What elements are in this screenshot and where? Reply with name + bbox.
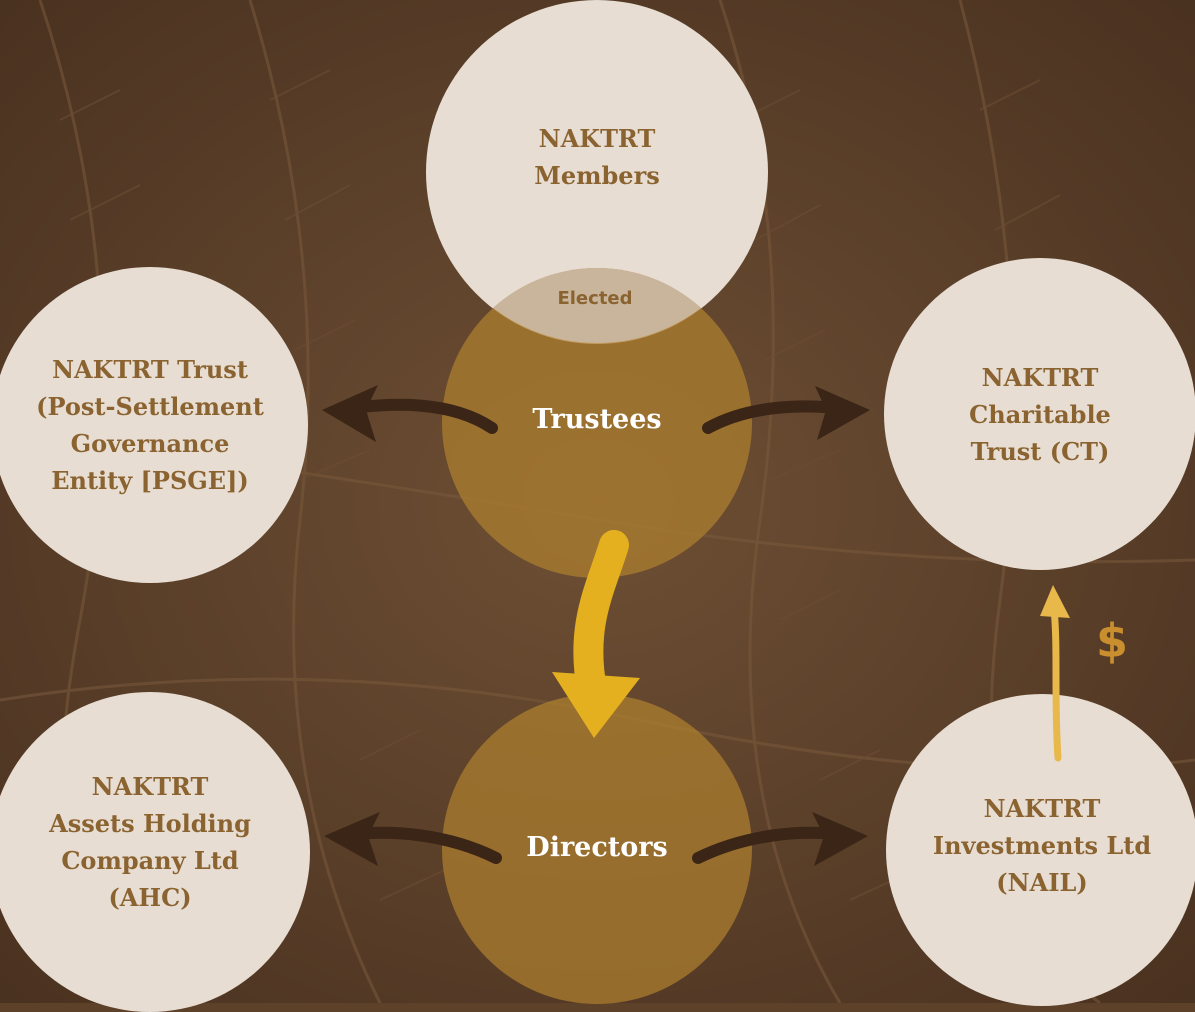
charitable-line-3: Trust (CT): [970, 436, 1110, 466]
trustees-label: Trustees: [532, 403, 662, 435]
psge-node: NAKTRT Trust (Post-Settlement Governance…: [0, 267, 308, 583]
elected-label: Elected: [557, 288, 633, 309]
nail-line-2: Investments Ltd: [932, 830, 1152, 860]
nail-node: NAKTRT Investments Ltd (NAIL): [886, 694, 1195, 1006]
psge-line-4: Entity [PSGE]): [51, 466, 249, 495]
psge-line-3: Governance: [70, 429, 230, 458]
nail-line-1: NAKTRT: [983, 793, 1101, 823]
ahc-line-1: NAKTRT: [91, 772, 209, 801]
nail-line-3: (NAIL): [996, 867, 1088, 897]
charitable-trust-node: NAKTRT Charitable Trust (CT): [884, 258, 1195, 570]
members-line-2: Members: [534, 161, 660, 190]
ahc-line-4: (AHC): [108, 883, 192, 912]
directors-label: Directors: [526, 831, 668, 863]
trustees-node: Trustees: [442, 268, 752, 578]
ahc-node: NAKTRT Assets Holding Company Ltd (AHC): [0, 692, 310, 1012]
directors-node: Directors: [442, 694, 752, 1004]
charitable-line-2: Charitable: [969, 399, 1111, 429]
psge-line-1: NAKTRT Trust: [52, 355, 248, 384]
members-line-1: NAKTRT: [538, 124, 656, 153]
charitable-line-1: NAKTRT: [981, 362, 1099, 392]
dollar-sign: $: [1096, 614, 1129, 668]
ahc-line-2: Assets Holding: [49, 809, 251, 838]
ahc-line-3: Company Ltd: [61, 846, 239, 875]
psge-line-2: (Post-Settlement: [36, 392, 264, 421]
